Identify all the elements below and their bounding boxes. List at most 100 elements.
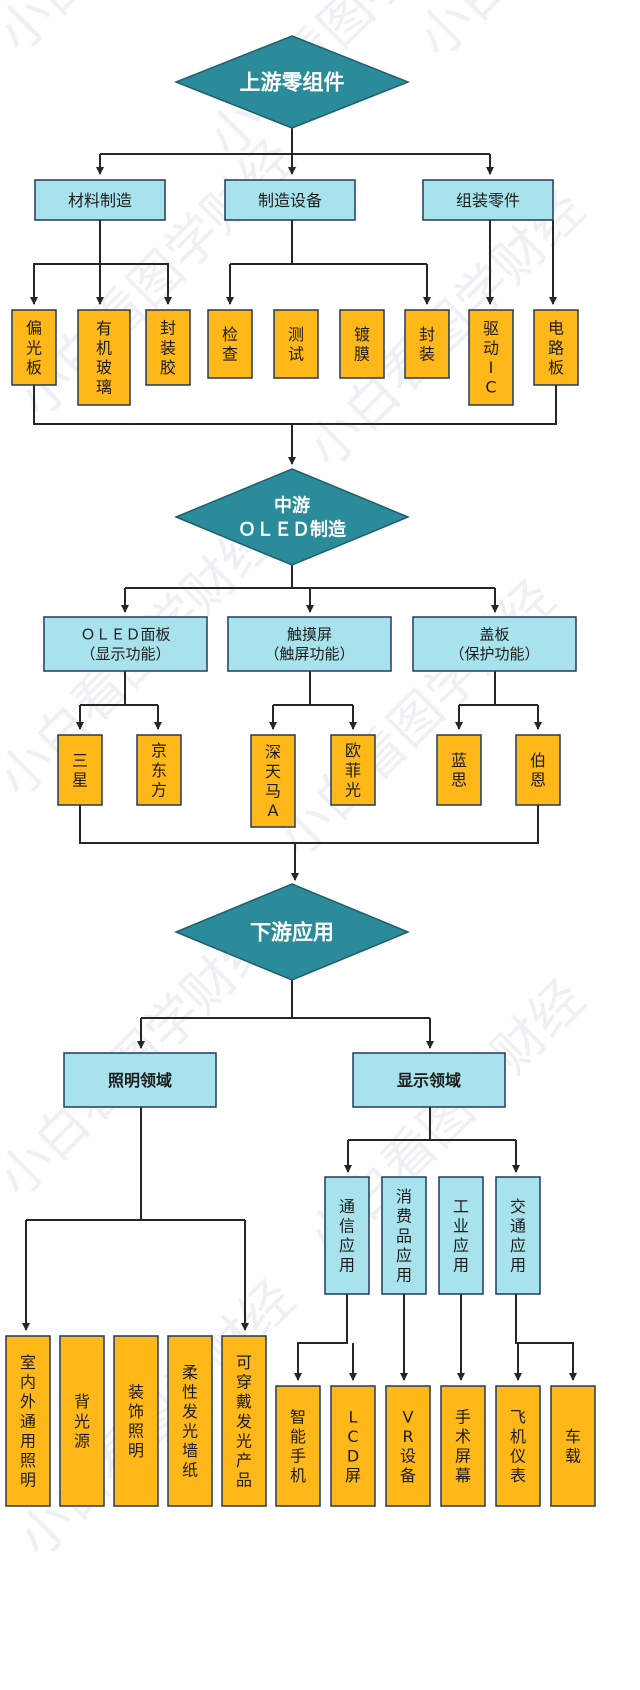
upstream-category-1-box xyxy=(34,179,166,221)
upstream-item-3-2: 电路板 xyxy=(533,309,579,386)
upstream-item-2-4: 封装 xyxy=(404,309,450,379)
display-domain-label: 显示领域 xyxy=(397,1071,461,1090)
upstream-item-2-2: 测试 xyxy=(273,309,319,379)
midstream-item-1-2: 京东方 xyxy=(136,734,182,806)
lighting-item-5-box xyxy=(221,1335,267,1507)
midstream-diamond-label: 中游 xyxy=(274,494,310,516)
display-item-1: 智能手机 xyxy=(275,1385,321,1507)
lighting-item-4-box xyxy=(167,1335,213,1507)
downstream-diamond-label: 下游应用 xyxy=(250,921,334,945)
display-category-4: 交通应用 xyxy=(495,1176,541,1295)
upstream-category-1-label: 材料制造 xyxy=(68,191,132,210)
upstream-item-2-4-label: 封装 xyxy=(419,325,435,364)
upstream-category-2-label: 制造设备 xyxy=(258,191,322,210)
lighting-item-1: 室内外通用照明 xyxy=(5,1335,51,1507)
midstream-diamond-label: ＯＬＥＤ制造 xyxy=(238,519,346,541)
midstream-category-2-label: （触屏功能） xyxy=(264,645,354,663)
watermark-text: 小白看图学财经 xyxy=(267,569,567,869)
midstream-category-1: ＯＬＥＤ面板（显示功能） xyxy=(43,616,208,672)
upstream-item-2-2-box xyxy=(273,309,319,379)
lighting-item-4: 柔性发光墙纸 xyxy=(167,1335,213,1507)
connector-line xyxy=(33,385,557,425)
upstream-item-1-3-label: 封装胶 xyxy=(160,319,176,377)
midstream-category-1-label: （显示功能） xyxy=(80,645,170,663)
upstream-item-2-1: 检查 xyxy=(207,309,253,379)
lighting-item-3-box xyxy=(113,1335,159,1507)
upstream-item-1-3-box xyxy=(145,309,191,386)
display-category-3-box xyxy=(438,1176,484,1295)
lighting-domain-box xyxy=(63,1052,217,1108)
upstream-category-2: 制造设备 xyxy=(224,179,356,221)
midstream-item-3-1-box xyxy=(436,734,482,806)
midstream-category-1-box xyxy=(43,616,208,672)
midstream-category-1-label: ＯＬＥＤ面板 xyxy=(80,626,170,644)
upstream-item-1-2: 有机玻璃 xyxy=(77,309,131,406)
downstream-diamond-shape xyxy=(174,883,410,981)
midstream-category-2-label: 触摸屏 xyxy=(287,626,332,644)
upstream-item-2-2-label: 测试 xyxy=(288,325,304,364)
upstream-item-1-1: 偏光板 xyxy=(11,309,57,386)
display-item-1-box xyxy=(275,1385,321,1507)
upstream-category-3-label: 组装零件 xyxy=(456,191,520,210)
display-category-1-box xyxy=(324,1176,370,1295)
midstream-item-3-2-label: 伯恩 xyxy=(530,751,546,790)
display-category-3-label: 工业应用 xyxy=(453,1197,469,1275)
lighting-item-4-label: 柔性发光墙纸 xyxy=(182,1363,198,1480)
upstream-item-2-1-box xyxy=(207,309,253,379)
display-item-4: 手术屏幕 xyxy=(440,1385,486,1507)
lighting-domain: 照明领域 xyxy=(63,1052,217,1108)
midstream-item-1-1-box xyxy=(57,734,103,806)
upstream-item-1-1-box xyxy=(11,309,57,386)
upstream-item-3-1-box xyxy=(468,309,514,406)
midstream-item-2-1-box xyxy=(250,734,296,828)
connector-line xyxy=(30,220,101,305)
connector-line xyxy=(294,1294,348,1381)
display-category-2-label: 消费品应用 xyxy=(396,1187,412,1284)
upstream-item-2-3-label: 镀膜 xyxy=(354,325,370,364)
downstream-diamond: 下游应用 xyxy=(174,883,410,981)
display-item-5-label: 飞机仪表 xyxy=(510,1407,526,1485)
upstream-category-3-box xyxy=(422,179,554,221)
midstream-diamond: 中游 ＯＬＥＤ制造 xyxy=(174,468,410,566)
midstream-item-2-2-box xyxy=(330,734,376,806)
upstream-item-3-2-box xyxy=(533,309,579,386)
upstream-item-1-1-label: 偏光板 xyxy=(26,319,42,377)
display-item-1-label: 智能手机 xyxy=(290,1407,306,1485)
lighting-item-2: 背光源 xyxy=(59,1335,105,1507)
display-item-6-label: 车载 xyxy=(565,1427,581,1466)
display-item-2-box xyxy=(330,1385,376,1507)
midstream-item-3-1-label: 蓝思 xyxy=(451,751,467,790)
midstream-category-3-label: （保护功能） xyxy=(449,645,539,663)
midstream-item-1-1: 三星 xyxy=(57,734,103,806)
display-category-3: 工业应用 xyxy=(438,1176,484,1295)
display-category-2: 消费品应用 xyxy=(381,1176,427,1295)
upstream-diamond: 上游零组件 xyxy=(173,35,411,129)
display-item-5: 飞机仪表 xyxy=(495,1385,541,1507)
lighting-item-2-label: 背光源 xyxy=(74,1392,90,1450)
upstream-item-2-4-box xyxy=(404,309,450,379)
midstream-category-3-label: 盖板 xyxy=(479,626,509,644)
upstream-diamond-shape xyxy=(173,35,411,129)
display-domain-box xyxy=(352,1052,506,1108)
lighting-item-5-label: 可穿戴发光产品 xyxy=(236,1353,252,1489)
lighting-item-1-label: 室内外通用照明 xyxy=(20,1353,36,1489)
upstream-category-3: 组装零件 xyxy=(422,179,554,221)
lighting-item-3: 装饰照明 xyxy=(113,1335,159,1507)
display-item-5-box xyxy=(495,1385,541,1507)
display-item-6-box xyxy=(550,1385,596,1507)
upstream-item-1-2-label: 有机玻璃 xyxy=(96,319,112,397)
upstream-category-1: 材料制造 xyxy=(34,179,166,221)
midstream-category-3-box xyxy=(412,616,577,672)
midstream-item-2-2-label: 欧菲光 xyxy=(345,741,361,799)
display-domain: 显示领域 xyxy=(352,1052,506,1108)
midstream-item-3-2: 伯恩 xyxy=(515,734,561,806)
connector-line xyxy=(79,805,539,844)
display-item-6: 车载 xyxy=(550,1385,596,1507)
